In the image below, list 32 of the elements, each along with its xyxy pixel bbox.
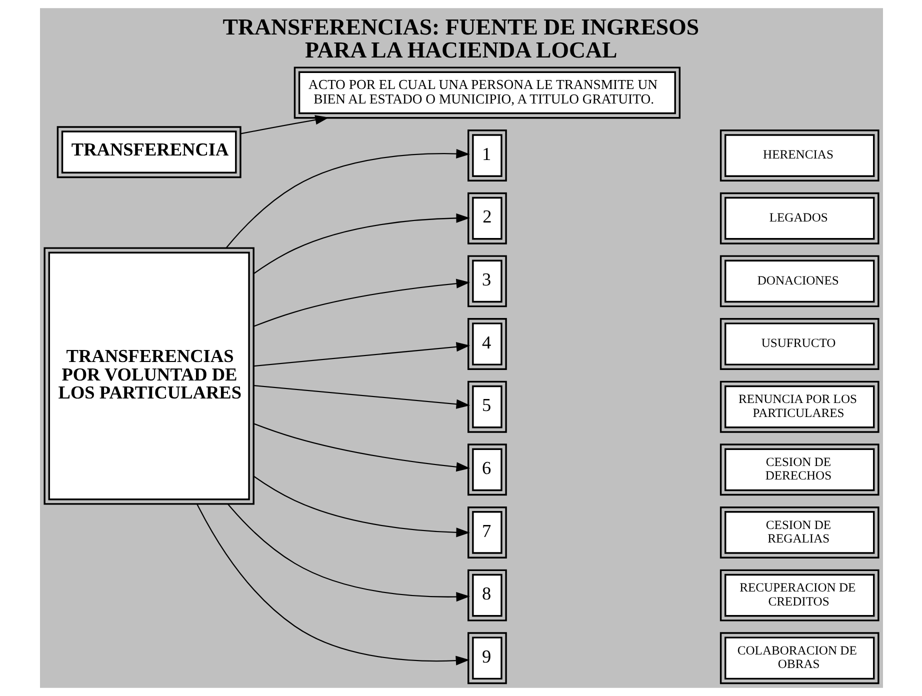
- arrow: [253, 384, 470, 409]
- node-box: CESION DE DERECHOS: [719, 444, 879, 496]
- node-box: COLABORACION DE OBRAS: [719, 632, 879, 684]
- arrow: [240, 115, 328, 134]
- node-box: TRANSFERENCIA: [56, 126, 241, 178]
- arrow: [253, 342, 470, 367]
- arrow: [196, 504, 470, 666]
- node-box: USUFRUCTO: [719, 318, 879, 370]
- arrow: [253, 278, 470, 327]
- arrow: [253, 213, 470, 274]
- arrow: [252, 476, 470, 538]
- node-box: ACTO POR EL CUAL UNA PERSONA LE TRANSMITE UN BIEN AL ESTADO O MUNICIPIO, A TITULO GRATUITO.: [293, 66, 680, 119]
- diagram-title: TRANSFERENCIAS: FUENTE DE INGRESOS PARA LA HACIENDA LOCAL: [222, 14, 699, 62]
- node-box: DONACIONES: [719, 255, 879, 308]
- arrow: [226, 148, 470, 248]
- node-box: 1: [467, 130, 506, 182]
- node-box: RENUNCIA POR LOS PARTICULARES: [719, 380, 879, 433]
- arrow: [253, 423, 470, 472]
- node-box: 6: [467, 444, 506, 496]
- node-box: LEGADOS: [719, 192, 879, 244]
- node-box: 2: [467, 192, 506, 244]
- node-box: HERENCIAS: [719, 130, 879, 182]
- node-box: 8: [467, 569, 506, 622]
- node-box: TRANSFERENCIAS POR VOLUNTAD DE LOS PARTICULARES: [43, 247, 254, 505]
- node-box: 9: [467, 632, 506, 684]
- node-box: RECUPERACION DE CREDITOS: [719, 569, 879, 622]
- node-box: 3: [467, 255, 506, 308]
- arrow: [227, 504, 470, 602]
- node-box: 4: [467, 318, 506, 370]
- node-box: CESION DE REGALIAS: [719, 506, 879, 558]
- node-box: 7: [467, 506, 506, 558]
- node-box: 5: [467, 380, 506, 433]
